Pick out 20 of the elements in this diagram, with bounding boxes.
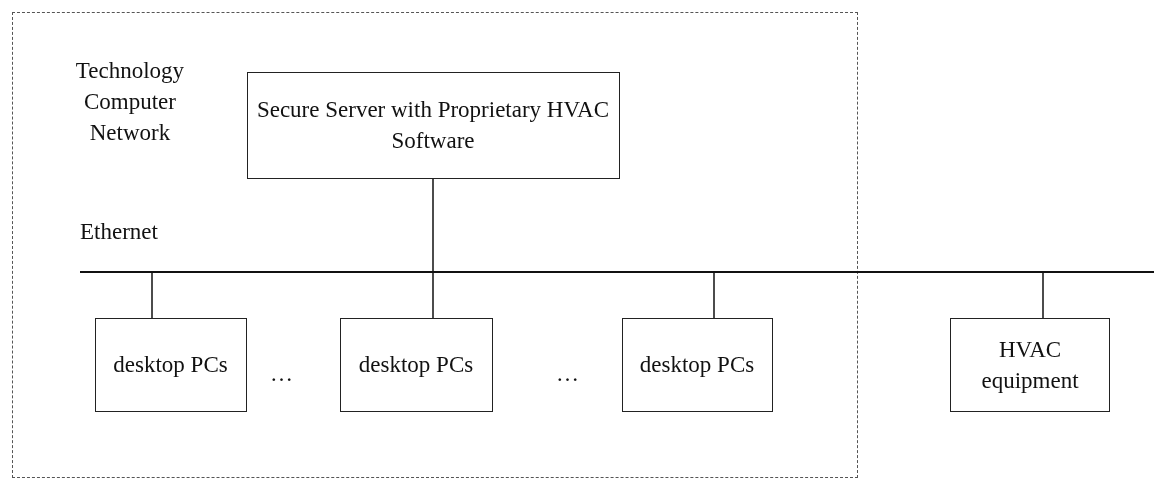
device-box: [950, 318, 1110, 412]
ellipsis: …: [270, 360, 293, 388]
device-box: [339, 317, 493, 412]
ellipsis: …: [556, 360, 579, 388]
connector-line: [151, 272, 153, 319]
device-box: [246, 71, 620, 179]
group-title: Technology Computer Network: [74, 57, 186, 147]
box-label: HVAC equipment: [980, 336, 1080, 395]
box-label: desktop PCs: [358, 351, 474, 379]
box-label: desktop PCs: [113, 351, 228, 379]
connector-line: [432, 178, 434, 272]
bus-label: Ethernet: [80, 218, 158, 246]
connector-line: [1042, 272, 1044, 319]
connector-line: [432, 272, 434, 319]
device-box: [621, 317, 773, 412]
box-label: Secure Server with Proprietary HVAC Software: [255, 96, 611, 155]
connector-line: [713, 272, 715, 319]
box-label: desktop PCs: [639, 351, 755, 379]
network-group: [12, 12, 858, 478]
device-box: [94, 317, 247, 412]
